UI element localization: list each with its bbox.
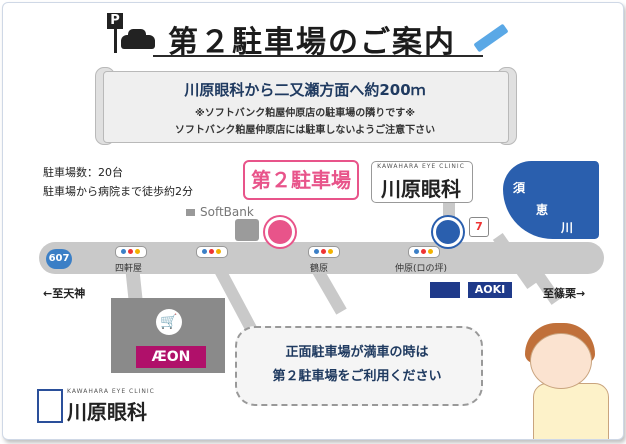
second-lot-marker: [265, 217, 295, 247]
girl-face: [530, 333, 592, 389]
route-607-badge: 607: [46, 249, 72, 269]
shop-logo-icon: [430, 282, 460, 298]
softbank-logo-icon: [186, 209, 195, 216]
page-title: 第２駐車場のご案内: [168, 25, 456, 60]
shopping-cart-icon: 🛒: [156, 309, 182, 335]
seven-eleven-logo: 7: [469, 217, 489, 237]
clinic-name-label: 川原眼科: [381, 177, 461, 201]
title-underline: [153, 55, 483, 57]
station-label-shikenya: 四軒屋: [115, 264, 143, 274]
parking-walk-time: 駐車場から病院まで徒歩約2分: [43, 185, 193, 198]
station-marker-3: [308, 246, 340, 258]
river-char-3: 川: [561, 221, 574, 235]
parking-sign-icon: P: [107, 13, 123, 29]
footer-sub-label: KAWAHARA EYE CLINIC: [67, 388, 155, 395]
footer-clinic-name: 川原眼科: [67, 400, 147, 424]
clinic-marker: [433, 217, 463, 247]
scroll-main-text: 川原眼科から二又瀬方面へ約200ｍ: [184, 81, 426, 99]
speech-bubble: [235, 326, 483, 406]
girl-body: [533, 383, 609, 439]
clinic-sub-label: KAWAHARA EYE CLINIC: [377, 163, 465, 170]
parking-count: 駐車場数：20台: [43, 166, 123, 179]
station-label-tsuruhara: 鶴原: [310, 264, 329, 274]
station-marker-2: [196, 246, 228, 258]
clinic-label-box: [371, 161, 473, 203]
pencil-icon: [473, 23, 509, 53]
car-icon: [121, 35, 155, 49]
aeon-logo: ÆON: [136, 346, 206, 368]
scroll-note-1: ※ソフトバンク粕屋仲原店の駐車場の隣りです※: [195, 108, 415, 119]
clinic-logo-icon: [37, 389, 63, 423]
car-icon-top: [128, 29, 146, 38]
river-char-1: 須: [513, 181, 526, 195]
softbank-label: SoftBank: [200, 205, 254, 219]
river-char-2: 恵: [536, 203, 549, 217]
direction-left: ←至天神: [43, 287, 86, 300]
aoki-logo: AOKI: [468, 282, 512, 298]
softbank-building: [235, 219, 259, 241]
river: [503, 161, 599, 239]
station-label-nakabaru: 仲原(ロの坪): [395, 264, 448, 274]
second-lot-label: 第２駐車場: [243, 160, 359, 200]
speech-line-1: 正面駐車場が満車の時は: [285, 345, 429, 360]
station-marker-1: [115, 246, 147, 258]
speech-line-2: 第２駐車場をご利用ください: [272, 369, 442, 384]
parking-sign-pole: [114, 29, 117, 53]
station-marker-4: [408, 246, 440, 258]
info-scroll: [103, 71, 509, 143]
scroll-note-2: ソフトバンク粕屋仲原店には駐車しないようご注意下さい: [174, 125, 436, 136]
direction-right: 至篠栗→: [543, 287, 586, 300]
